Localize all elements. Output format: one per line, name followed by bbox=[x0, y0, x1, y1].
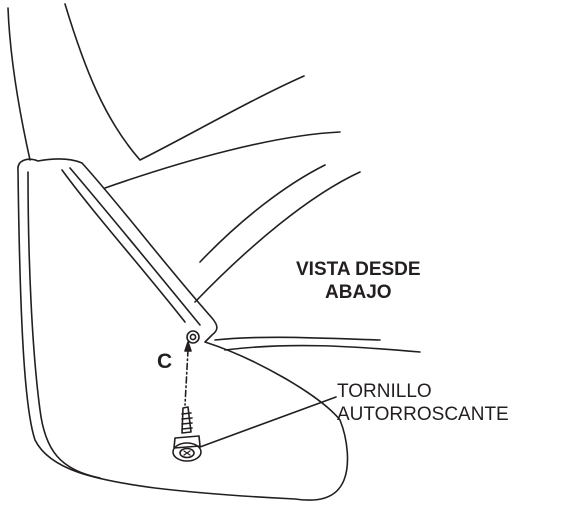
view-label-line2: ABAJO bbox=[325, 281, 392, 303]
mounting-hole bbox=[186, 330, 200, 344]
self-tapping-screw bbox=[172, 406, 202, 462]
body-panel-lines bbox=[7, 3, 421, 353]
callout-c-label: C bbox=[157, 350, 173, 373]
screw-label-line2: AUTORROSCANTE bbox=[337, 403, 509, 425]
screw-label: TORNILLO AUTORROSCANTE bbox=[337, 381, 509, 427]
installation-axis bbox=[184, 341, 192, 406]
screw-label-line1: TORNILLO bbox=[337, 381, 432, 402]
mud-flap bbox=[17, 158, 349, 501]
leader-line bbox=[199, 396, 337, 448]
view-label: VISTA DESDE ABAJO bbox=[296, 259, 421, 305]
view-label-line1: VISTA DESDE bbox=[296, 259, 421, 280]
